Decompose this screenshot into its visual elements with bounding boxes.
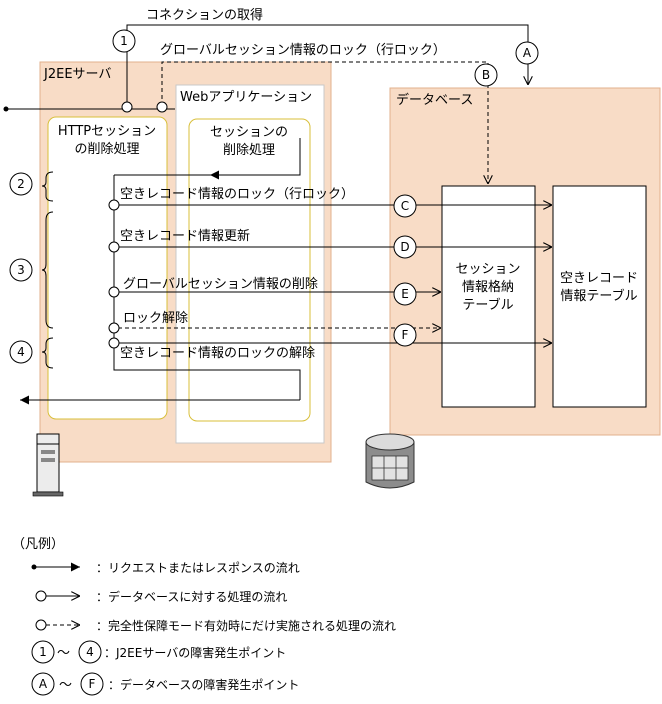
brace-4 (41, 337, 54, 369)
http-session-delete-box (47, 116, 168, 420)
connection-origin-node (121, 101, 133, 113)
db-marker-e: E (401, 287, 409, 301)
session-delete-label-2: 削除処理 (223, 143, 275, 158)
db-marker-b: B (482, 68, 490, 82)
db-marker-a: A (523, 46, 532, 60)
legend-server-marker-to: 4 (86, 645, 94, 659)
legend-db-marker-from-circle (31, 672, 55, 696)
http-session-delete-label-1: HTTPセッション (58, 124, 156, 139)
flow-4-node (108, 337, 120, 349)
flow-4-label: 空きレコード情報のロックの解除 (120, 346, 315, 361)
server-marker-1-circle (112, 29, 136, 53)
legend-db-marker-from: A (39, 677, 48, 691)
db-marker-f-circle (393, 323, 417, 347)
db-marker-d-circle (393, 235, 417, 259)
server-tower-icon (32, 433, 64, 497)
legend-server-marker-from: 1 (39, 645, 47, 659)
brace-3 (41, 211, 54, 329)
free-record-table-label-1: 空きレコード (560, 271, 638, 286)
flow-e-node (108, 286, 120, 298)
http-session-delete-label-2: の削除処理 (74, 142, 139, 157)
flow-d-label: 空きレコード情報更新 (120, 228, 250, 244)
legend-request-text: ：リクエストまたはレスポンスの流れ (96, 561, 300, 575)
db-marker-c-circle (393, 194, 417, 218)
web-to-http-session-line (210, 138, 301, 180)
web-application-label: Webアプリケーション (180, 90, 312, 105)
j2ee-server-label: J2EEサーバ (43, 67, 111, 82)
connection-label: コネクションの取得 (146, 7, 263, 23)
session-table-label-1: セッション (455, 262, 520, 277)
legend-db-marker-to-circle (80, 672, 104, 696)
global-lock-flow-line (161, 61, 488, 184)
session-delete-box (188, 118, 311, 422)
free-record-table (552, 185, 647, 408)
global-lock-origin-node (156, 101, 168, 113)
server-marker-3-circle (9, 258, 33, 282)
legend-db-tilde: ～ (59, 678, 72, 693)
legend-server-marker-to-circle (78, 640, 102, 664)
request-line-start-dot (3, 106, 9, 112)
db-marker-a-circle (515, 41, 539, 65)
flow-f-label: ロック解除 (123, 311, 188, 326)
db-marker-e-circle (393, 282, 417, 306)
database-label: データベース (396, 92, 473, 108)
brace-2 (41, 171, 54, 202)
session-table-label-3: テーブル (462, 297, 513, 313)
flow-d-node (108, 241, 120, 253)
db-marker-f: F (402, 328, 409, 342)
legend-full-mode-node (35, 619, 47, 631)
legend-db-text: ：データベースに対する処理の流れ (96, 589, 287, 604)
flow-e-label: グローバルセッション情報の削除 (123, 277, 318, 292)
server-marker-4: 4 (17, 345, 25, 359)
legend-server-tilde: ～ (57, 646, 70, 661)
global-lock-label: グローバルセッション情報のロック（行ロック） (160, 43, 446, 58)
legend-request-dot (31, 564, 37, 570)
processing-backbone (113, 175, 301, 400)
db-marker-c: C (401, 199, 409, 213)
flow-c-label: 空きレコード情報のロック（行ロック） (120, 187, 354, 202)
server-marker-4-circle (9, 340, 33, 364)
legend-server-fault-text: ：J2EEサーバの障害発生ポイント (104, 645, 286, 660)
legend-db-node (35, 590, 47, 602)
session-table (441, 185, 536, 408)
session-table-label-2: 情報格納 (462, 279, 514, 295)
free-record-table-label-2: 情報テーブル (560, 288, 637, 304)
legend-server-marker-from-circle (31, 640, 55, 664)
database-cylinder-icon (365, 433, 415, 489)
legend-db-fault-text: ：データベースの障害発生ポイント (108, 677, 299, 692)
legend-title: （凡例） (12, 537, 64, 552)
flow-f-node (108, 322, 120, 334)
server-marker-2: 2 (17, 177, 25, 191)
server-marker-3: 3 (17, 263, 25, 277)
flow-c-node (108, 199, 120, 211)
db-marker-d: D (400, 240, 409, 254)
server-marker-1: 1 (120, 34, 128, 48)
session-delete-label-1: セッションの (210, 125, 288, 140)
server-marker-2-circle (9, 172, 33, 196)
legend-db-marker-to: F (89, 677, 96, 691)
legend-full-mode-text: ：完全性保障モード有効時にだけ実施される処理の流れ (96, 618, 396, 633)
db-marker-b-circle (474, 63, 498, 87)
